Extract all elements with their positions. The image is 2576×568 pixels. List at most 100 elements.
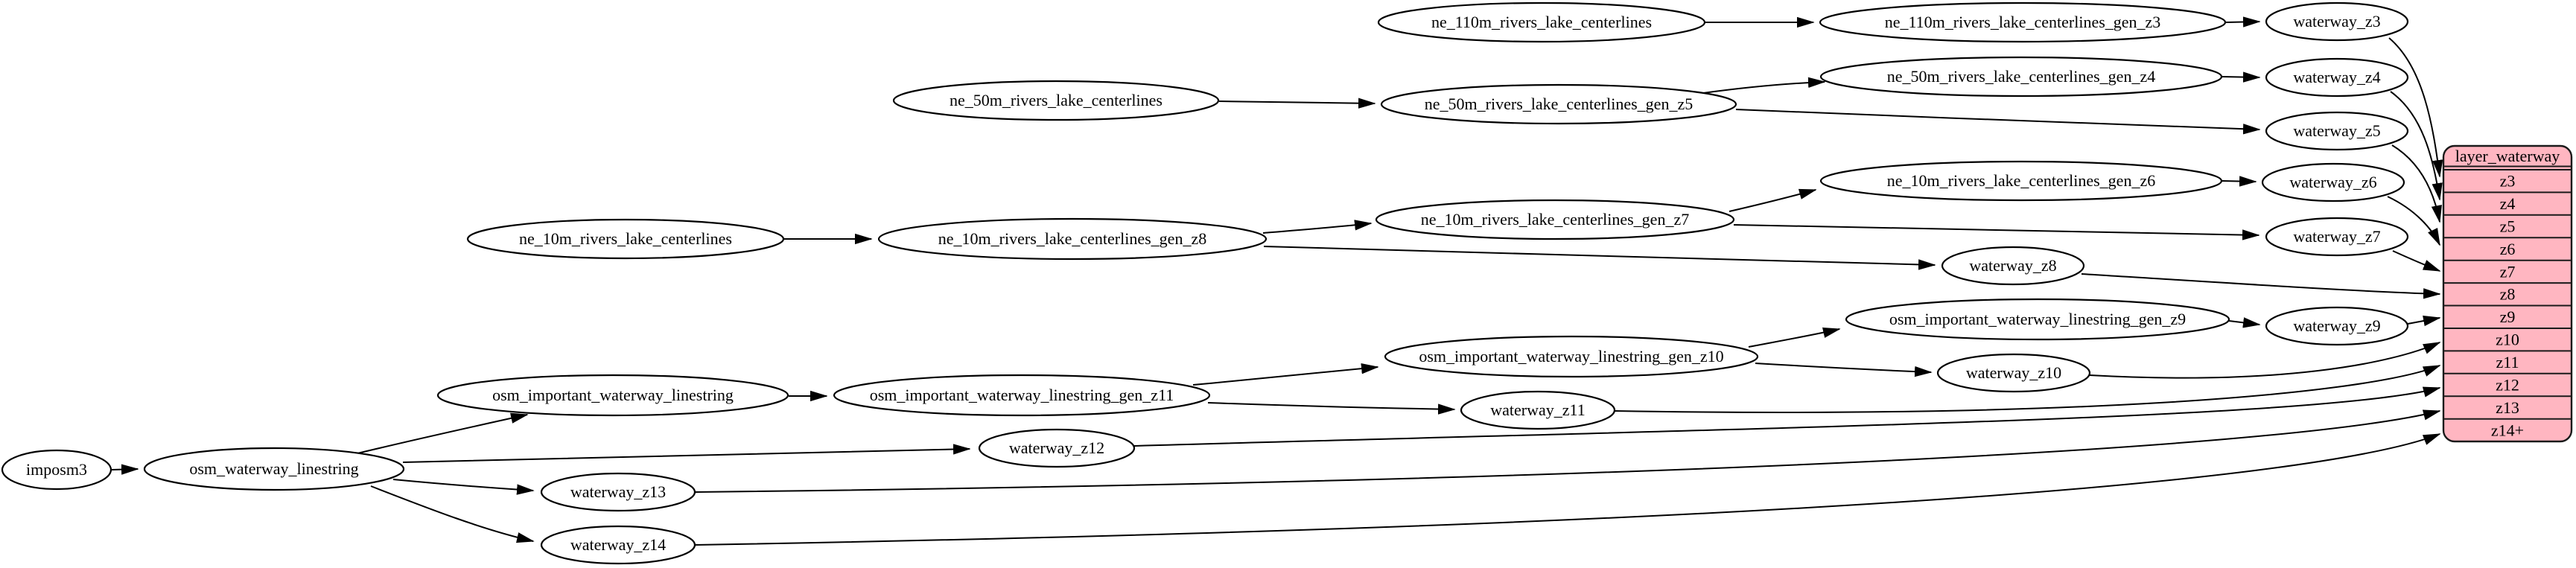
edge-gen-z10-to-waterway-z10 (1755, 363, 1933, 377)
record-row-z6: z6 (2500, 240, 2516, 258)
node-label: ne_50m_rivers_lake_centerlines_gen_z4 (1887, 67, 2155, 86)
edge-osm-waterway-linestring-to-waterway-z12 (402, 444, 971, 463)
node-label: waterway_z10 (1966, 363, 2061, 382)
edge-group (111, 16, 2443, 546)
node-label: ne_10m_rivers_lake_centerlines (519, 229, 732, 248)
record-row-z12: z12 (2496, 376, 2519, 395)
edge-osm-waterway-linestring-to-osm-important-waterway-linestring (357, 412, 529, 454)
node-label: waterway_z13 (570, 482, 666, 501)
node-ne-50m-rivers-lake-centerlines: ne_50m_rivers_lake_centerlines (892, 80, 1220, 121)
node-label: waterway_z12 (1009, 438, 1104, 457)
node-ne-50m-rivers-lake-centerlines-gen-z5: ne_50m_rivers_lake_centerlines_gen_z5 (1380, 83, 1737, 125)
node-label: ne_10m_rivers_lake_centerlines_gen_z8 (938, 229, 1206, 248)
node-ne-10m-rivers-lake-centerlines-gen-z8: ne_10m_rivers_lake_centerlines_gen_z8 (877, 217, 1268, 261)
node-group: imposm3 osm_waterway_linestring osm_impo… (1, 1, 2409, 565)
node-waterway-z9: waterway_z9 (2265, 306, 2409, 346)
node-label: waterway_z7 (2293, 227, 2380, 246)
edge-gen-z7-to-waterway-z7 (1733, 224, 2260, 240)
record-row-z14: z14+ (2491, 421, 2524, 440)
node-osm-important-waterway-linestring-gen-z9: osm_important_waterway_linestring_gen_z9 (1845, 298, 2230, 341)
node-waterway-z5: waterway_z5 (2265, 111, 2409, 151)
record-row-z9: z9 (2500, 307, 2516, 326)
node-waterway-z6: waterway_z6 (2261, 162, 2405, 202)
node-ne-110m-rivers-lake-centerlines-gen-z3: ne_110m_rivers_lake_centerlines_gen_z3 (1819, 1, 2227, 43)
node-waterway-z7: waterway_z7 (2265, 217, 2409, 257)
node-label: waterway_z5 (2293, 121, 2380, 140)
record-row-z8: z8 (2500, 285, 2516, 304)
edge-gen-z10-to-gen-z9 (1748, 327, 1841, 348)
record-row-z3: z3 (2500, 172, 2516, 191)
node-waterway-z4: waterway_z4 (2265, 57, 2409, 98)
edge-gen-z11-to-waterway-z11 (1207, 402, 1456, 415)
edge-gen-z8-to-gen-z7 (1262, 220, 1373, 234)
edge-gen-z5-to-gen-z4 (1702, 77, 1826, 94)
record-row-z7: z7 (2500, 263, 2516, 281)
node-waterway-z8: waterway_z8 (1941, 246, 2085, 286)
node-waterway-z11: waterway_z11 (1460, 390, 1616, 430)
record-row-z4: z4 (2500, 194, 2516, 213)
edge-gen-z5-to-waterway-z5 (1735, 109, 2261, 135)
edge-waterway-z3-to-row-z3 (2388, 37, 2443, 178)
node-label: ne_10m_rivers_lake_centerlines_gen_z7 (1421, 210, 1689, 229)
edge-ne50m-to-gen-z5 (1218, 98, 1376, 109)
node-ne-10m-rivers-lake-centerlines-gen-z6: ne_10m_rivers_lake_centerlines_gen_z6 (1819, 160, 2223, 202)
edge-waterway-z8-to-row-z8 (2081, 273, 2441, 299)
node-ne-110m-rivers-lake-centerlines: ne_110m_rivers_lake_centerlines (1377, 1, 1706, 43)
node-label: waterway_z14 (570, 535, 666, 554)
edge-gen-z11-to-gen-z10 (1192, 363, 1379, 386)
node-osm-important-waterway-linestring-gen-z11: osm_important_waterway_linestring_gen_z1… (833, 374, 1211, 417)
node-osm-important-waterway-linestring: osm_important_waterway_linestring (436, 374, 789, 417)
edge-waterway-z4-to-row-z4 (2390, 91, 2443, 201)
node-label: osm_waterway_linestring (189, 459, 358, 478)
node-label: waterway_z11 (1490, 401, 1585, 419)
edge-waterway-z10-to-row-z10 (2089, 342, 2441, 379)
node-label: ne_50m_rivers_lake_centerlines (950, 91, 1163, 109)
edge-waterway-z13-to-row-z13 (694, 409, 2441, 493)
node-label: ne_110m_rivers_lake_centerlines (1431, 13, 1652, 31)
record-row-z13: z13 (2496, 398, 2519, 417)
edge-waterway-z14-to-row-z14 (694, 433, 2441, 546)
record-row-z10: z10 (2496, 331, 2519, 349)
node-label: waterway_z8 (1969, 256, 2056, 275)
edge-gen-z8-to-waterway-z8 (1263, 246, 1936, 270)
record-title: layer_waterway (2455, 147, 2560, 165)
edge-imposm3-to-osm-waterway-linestring (111, 464, 139, 475)
node-osm-waterway-linestring: osm_waterway_linestring (143, 447, 405, 491)
node-label: imposm3 (26, 460, 87, 479)
node-label: waterway_z9 (2293, 316, 2380, 335)
node-waterway-z13: waterway_z13 (540, 472, 696, 512)
edge-waterway-z5-to-row-z5 (2391, 144, 2442, 223)
node-ne-50m-rivers-lake-centerlines-gen-z4: ne_50m_rivers_lake_centerlines_gen_z4 (1819, 56, 2223, 98)
node-label: ne_10m_rivers_lake_centerlines_gen_z6 (1887, 171, 2155, 190)
node-label: osm_important_waterway_linestring_gen_z9 (1889, 310, 2186, 328)
node-label: osm_important_waterway_linestring_gen_z1… (1419, 347, 1723, 366)
node-waterway-z10: waterway_z10 (1936, 353, 2091, 393)
edge-waterway-z9-to-row-z9 (2407, 315, 2441, 327)
edge-waterway-z11-to-row-z11 (1614, 365, 2441, 413)
edge-gen-z6-to-waterway-z6 (2222, 176, 2257, 187)
node-label: ne_110m_rivers_lake_centerlines_gen_z3 (1885, 13, 2161, 31)
node-ne-10m-rivers-lake-centerlines: ne_10m_rivers_lake_centerlines (466, 218, 785, 260)
record-layer-waterway: layer_waterway z3 z4 z5 z6 z7 z8 z9 z10 … (2442, 144, 2573, 443)
edge-gen-z9-to-waterway-z9 (2228, 317, 2261, 328)
record-row-z5: z5 (2500, 217, 2516, 236)
node-ne-10m-rivers-lake-centerlines-gen-z7: ne_10m_rivers_lake_centerlines_gen_z7 (1375, 199, 1735, 240)
edge-osm-waterway-linestring-to-waterway-z13 (392, 479, 535, 495)
node-label: waterway_z3 (2293, 12, 2380, 31)
edge-waterway-z7-to-row-z7 (2392, 250, 2441, 272)
node-label: osm_important_waterway_linestring (492, 386, 734, 404)
node-osm-important-waterway-linestring-gen-z10: osm_important_waterway_linestring_gen_z1… (1384, 335, 1759, 378)
edge-waterway-z6-to-row-z6 (2387, 196, 2440, 246)
edge-waterway-z12-to-row-z12 (1133, 386, 2441, 447)
node-imposm3: imposm3 (1, 449, 112, 491)
record-row-z11: z11 (2496, 353, 2519, 371)
node-label: waterway_z4 (2293, 68, 2380, 86)
node-label: osm_important_waterway_linestring_gen_z1… (870, 386, 1174, 404)
node-waterway-z14: waterway_z14 (540, 525, 696, 565)
node-waterway-z3: waterway_z3 (2265, 1, 2409, 42)
edge-gen-z7-to-gen-z6 (1729, 188, 1817, 212)
edge-osm-waterway-linestring-to-waterway-z14 (370, 485, 535, 543)
node-label: waterway_z6 (2289, 173, 2376, 191)
node-label: ne_50m_rivers_lake_centerlines_gen_z5 (1425, 95, 1693, 113)
